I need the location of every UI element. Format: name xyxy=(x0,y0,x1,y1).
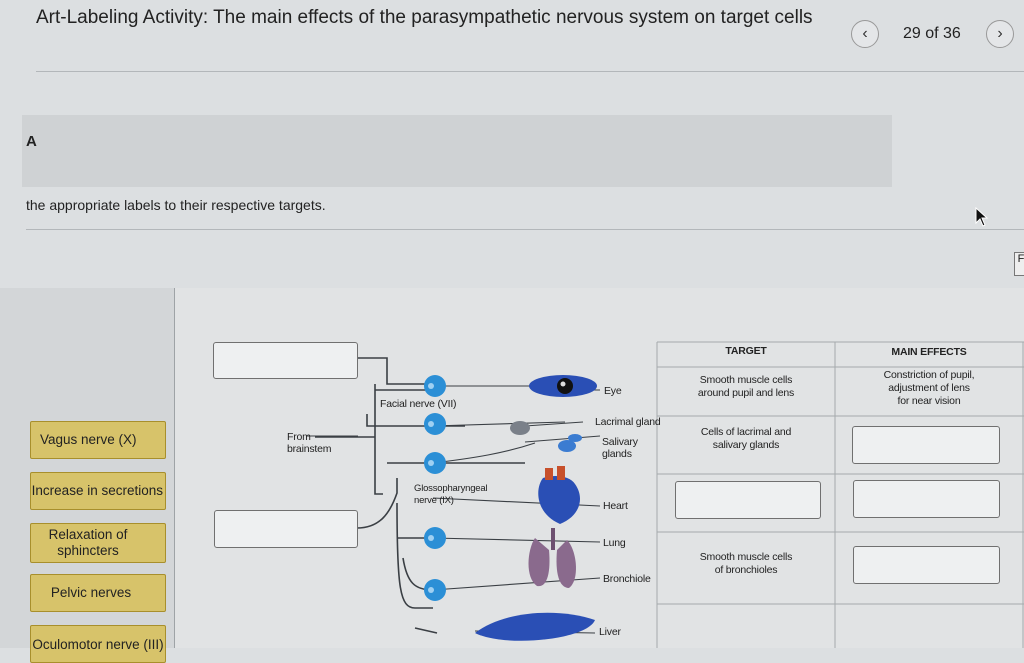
diagram-area: From brainstem Facial nerve (VII) Glosso… xyxy=(175,288,1024,648)
target-cell-eye: Smooth muscle cells around pupil and len… xyxy=(697,374,795,399)
label-chip-vagus-nerve[interactable]: Vagus nerve (X) xyxy=(30,421,166,459)
prev-button[interactable]: ‹ xyxy=(851,20,879,48)
target-cell-glands: Cells of lacrimal and salivary glands xyxy=(700,426,792,451)
diagram-svg xyxy=(307,341,1024,648)
lung-illustration xyxy=(528,528,576,588)
label-chip-pelvic-nerves[interactable]: Pelvic nerves xyxy=(30,574,166,612)
liver-label: Liver xyxy=(599,626,621,638)
question-counter: 29 of 36 xyxy=(903,25,961,42)
target-column-header: TARGET xyxy=(725,345,767,357)
part-a-panel xyxy=(22,115,892,187)
label-chip-increase-secretions[interactable]: Increase in secretions xyxy=(30,472,166,510)
drop-target-bronchiole-effect[interactable] xyxy=(853,546,1000,584)
label-chip-oculomotor-nerve[interactable]: Oculomotor nerve (III) xyxy=(30,625,166,663)
next-button[interactable]: › xyxy=(986,20,1014,48)
salivary-glands-label: Salivary glands xyxy=(602,436,638,460)
activity-title: Art-Labeling Activity: The main effects … xyxy=(36,7,813,28)
chevron-right-icon: › xyxy=(997,25,1003,42)
drop-target-heart-effect[interactable] xyxy=(853,480,1000,518)
ganglion-nodes xyxy=(424,375,446,601)
label-chip-relaxation-sphincters[interactable]: Relaxation of sphincters xyxy=(30,523,166,563)
header-divider xyxy=(36,71,1024,72)
heart-label: Heart xyxy=(603,500,628,512)
side-tab[interactable]: F xyxy=(1014,252,1024,276)
instruction-text: the appropriate labels to their respecti… xyxy=(26,197,326,213)
facial-nerve-label: Facial nerve (VII) xyxy=(380,398,457,410)
drop-target-heart-target[interactable] xyxy=(675,481,821,519)
effect-cell-eye: Constriction of pupil, adjustment of len… xyxy=(883,369,975,407)
from-brainstem-label: From brainstem xyxy=(287,431,332,455)
drop-target-1[interactable] xyxy=(213,342,358,379)
lung-label: Lung xyxy=(603,537,626,549)
lacrimal-gland-label: Lacrimal gland xyxy=(595,416,661,428)
eye-illustration xyxy=(529,375,597,397)
eye-label: Eye xyxy=(604,385,622,397)
effects-column-header: MAIN EFFECTS xyxy=(891,346,967,358)
glossopharyngeal-label: Glossopharyngeal nerve (IX) xyxy=(414,483,488,506)
chevron-left-icon: ‹ xyxy=(862,25,868,42)
mouse-cursor-icon xyxy=(975,207,989,227)
heart-illustration xyxy=(538,466,580,524)
liver-illustration xyxy=(475,612,595,641)
drop-target-glands-effect[interactable] xyxy=(852,426,1000,464)
instruction-divider xyxy=(26,229,1024,230)
drop-target-2[interactable] xyxy=(214,510,358,548)
part-letter: A xyxy=(26,133,37,150)
label-bank: Vagus nerve (X) Increase in secretions R… xyxy=(0,288,175,663)
target-cell-bronchioles: Smooth muscle cells of bronchioles xyxy=(699,551,793,576)
bronchiole-label: Bronchiole xyxy=(603,573,651,585)
